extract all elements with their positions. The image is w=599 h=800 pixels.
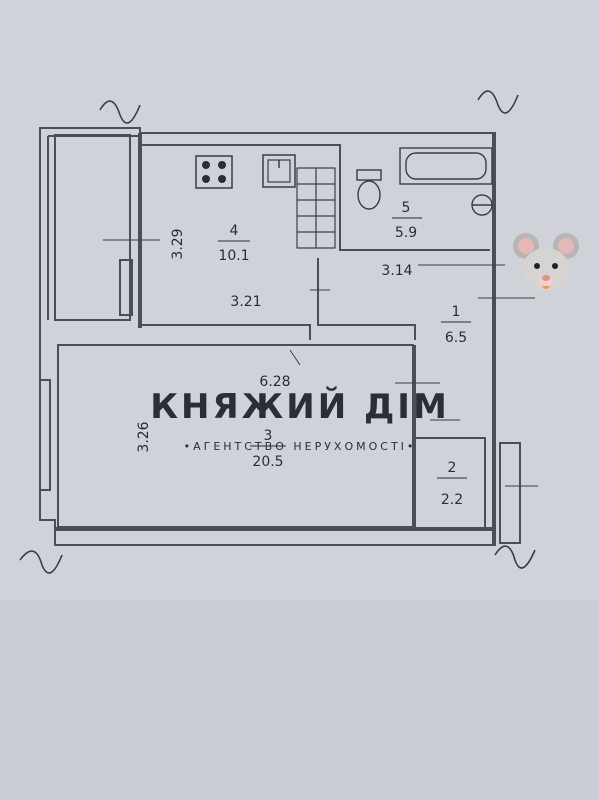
wall-fill-b bbox=[492, 133, 496, 545]
toilet-icon bbox=[356, 169, 382, 210]
break-line-top-left bbox=[99, 100, 141, 124]
room-5-area: 5.9 bbox=[395, 225, 417, 241]
kitchen-width-dim: 3.21 bbox=[230, 294, 261, 310]
room-1-area: 6.5 bbox=[445, 330, 467, 346]
room-2-area: 2.2 bbox=[441, 492, 463, 508]
room-3-number: 3 bbox=[264, 428, 273, 444]
room-5-number: 5 bbox=[402, 200, 411, 216]
wall-fill-a bbox=[138, 133, 142, 328]
hall-wall bbox=[317, 258, 416, 340]
wall-fill-c bbox=[55, 527, 495, 531]
break-line-bottom-right bbox=[494, 545, 536, 569]
room-3-area: 20.5 bbox=[252, 454, 283, 470]
room-4-number: 4 bbox=[230, 223, 239, 239]
kitchen-window bbox=[119, 259, 133, 316]
living-height-dim: 3.26 bbox=[136, 421, 152, 452]
bathtub-icon bbox=[399, 147, 493, 216]
break-lines bbox=[19, 90, 536, 574]
cabinet-grid-icon bbox=[296, 167, 336, 249]
paper-shadow bbox=[0, 600, 599, 800]
living-width-dim: 6.28 bbox=[259, 374, 290, 390]
kitchen-wall bbox=[140, 144, 490, 251]
break-line-top-right bbox=[477, 90, 519, 114]
watermark-subtitle: •АГЕНТСТВО НЕРУХОМОСТІ• bbox=[184, 440, 417, 453]
dimension-lines bbox=[103, 239, 538, 487]
balcony-wall bbox=[54, 134, 131, 321]
room-4-area: 10.1 bbox=[218, 248, 249, 264]
break-line-bottom-left bbox=[19, 550, 63, 574]
stove-icon bbox=[195, 155, 233, 189]
wall-fills bbox=[55, 133, 496, 545]
mouse-face-icon bbox=[513, 233, 579, 292]
bath-width-dim: 3.14 bbox=[381, 263, 412, 279]
room-1-number: 1 bbox=[452, 304, 461, 320]
sink-icon bbox=[262, 154, 296, 188]
room-2-number: 2 bbox=[448, 460, 457, 476]
kitchen-height-dim: 3.29 bbox=[170, 228, 186, 259]
living-window bbox=[39, 379, 51, 491]
watermark-title: КНЯЖИЙ ДІМ bbox=[150, 386, 450, 427]
right-window-wall bbox=[499, 442, 521, 544]
